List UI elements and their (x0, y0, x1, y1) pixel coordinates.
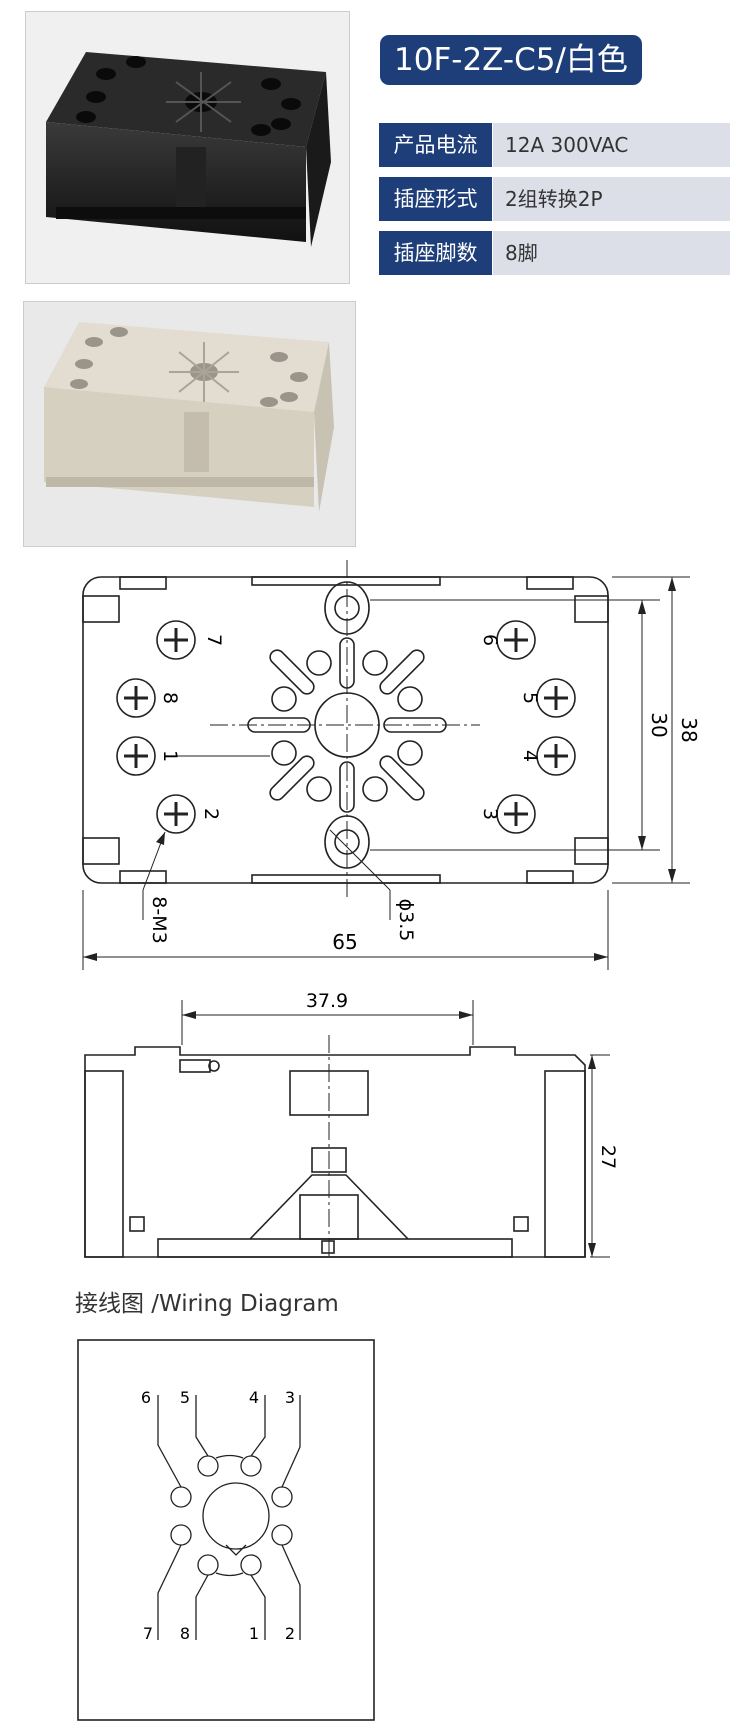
dim-side-height: 27 (597, 1145, 619, 1169)
terminal-label: 2 (200, 808, 222, 820)
wiring-pin-label: 5 (180, 1388, 190, 1407)
spec-row-current: 产品电流 12A 300VAC (379, 123, 730, 167)
spec-row-pins: 插座脚数 8脚 (379, 231, 730, 275)
terminal-label: 6 (479, 634, 501, 646)
wiring-pin-label: 6 (141, 1388, 151, 1407)
wiring-pin-label: 8 (180, 1624, 190, 1643)
terminal-label: 3 (479, 808, 501, 820)
wiring-pin-label: 3 (285, 1388, 295, 1407)
terminal-label: 1 (159, 750, 181, 762)
product-photo-white (23, 301, 356, 547)
wiring-pin-label: 2 (285, 1624, 295, 1643)
product-photo-black (25, 11, 350, 284)
terminal-label: 5 (519, 692, 541, 704)
dim-height-inner: 30 (647, 712, 671, 737)
dim-width: 65 (332, 930, 357, 954)
spec-value: 8脚 (493, 231, 730, 275)
side-view-drawing: 37.9 27 (84, 990, 619, 1260)
spec-value: 2组转换2P (493, 177, 730, 221)
terminal-label: 7 (203, 634, 225, 646)
terminal-label: 4 (519, 750, 541, 762)
wiring-diagram: 6 5 4 3 7 8 1 2 (77, 1339, 375, 1721)
hole-label: ϕ3.5 (395, 899, 417, 942)
spec-value: 12A 300VAC (493, 123, 730, 167)
top-view-drawing: 7 8 1 2 6 5 4 3 65 38 30 8-M3 ϕ3.5 (82, 560, 701, 970)
spec-key: 插座脚数 (379, 231, 492, 275)
terminal-label: 8 (159, 692, 181, 704)
wiring-pin-label: 7 (143, 1624, 153, 1643)
product-title: 10F-2Z-C5/白色 (380, 35, 642, 85)
wiring-caption: 接线图 /Wiring Diagram (75, 1291, 339, 1317)
wiring-pin-label: 1 (249, 1624, 259, 1643)
spec-key: 产品电流 (379, 123, 492, 167)
screw-label: 8-M3 (148, 896, 170, 943)
wiring-pin-label: 4 (249, 1388, 259, 1407)
dim-height-outer: 38 (677, 717, 701, 742)
spec-key: 插座形式 (379, 177, 492, 221)
spec-row-form: 插座形式 2组转换2P (379, 177, 730, 221)
dim-span: 37.9 (306, 990, 348, 1012)
